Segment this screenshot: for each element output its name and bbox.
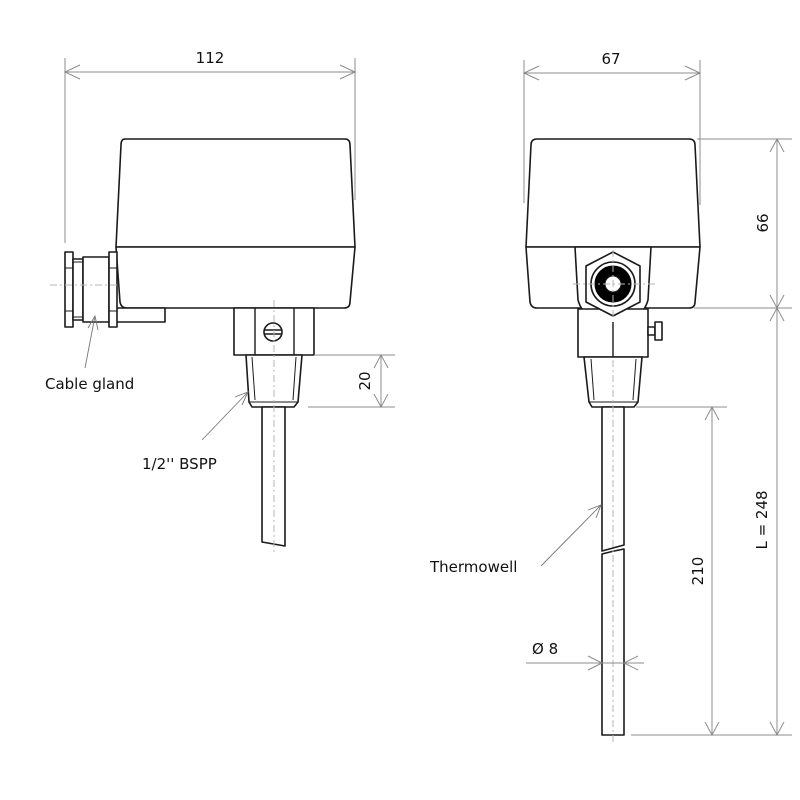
neck-block-front	[577, 308, 663, 358]
leader-thermowell	[540, 504, 602, 567]
leader-thread	[201, 391, 249, 441]
dimension-112: 112	[63, 49, 357, 243]
dimension-value-diameter: Ø 8	[532, 640, 558, 658]
dimension-value-66: 66	[754, 213, 772, 232]
dimension-66: 66	[694, 137, 792, 735]
dimension-value-248: L = 248	[753, 490, 771, 549]
dimension-value-67: 67	[601, 50, 620, 68]
front-view: 67	[429, 50, 792, 745]
thermowell-upper	[601, 406, 625, 552]
dimension-value-210: 210	[689, 557, 707, 586]
housing-cover	[115, 138, 356, 248]
cable-gland	[50, 251, 118, 328]
dimension-20: 20	[308, 353, 395, 409]
dimension-210: 210	[636, 405, 727, 737]
housing-cover-front	[525, 138, 701, 248]
dimension-value-20: 20	[356, 371, 374, 390]
label-cable-gland: Cable gland	[45, 375, 134, 393]
label-thread: 1/2'' BSPP	[142, 455, 217, 473]
cable-gland-front	[573, 250, 655, 320]
dimension-value-112: 112	[196, 49, 225, 67]
dimension-67: 67	[522, 50, 702, 205]
mounting-bracket	[115, 307, 166, 323]
leader-cable-gland	[84, 314, 99, 369]
side-view: 112	[45, 49, 395, 552]
housing-base	[115, 246, 356, 309]
label-thermowell: Thermowell	[429, 558, 517, 576]
dimension-diameter: Ø 8	[526, 640, 644, 671]
screw-icon	[263, 322, 283, 342]
